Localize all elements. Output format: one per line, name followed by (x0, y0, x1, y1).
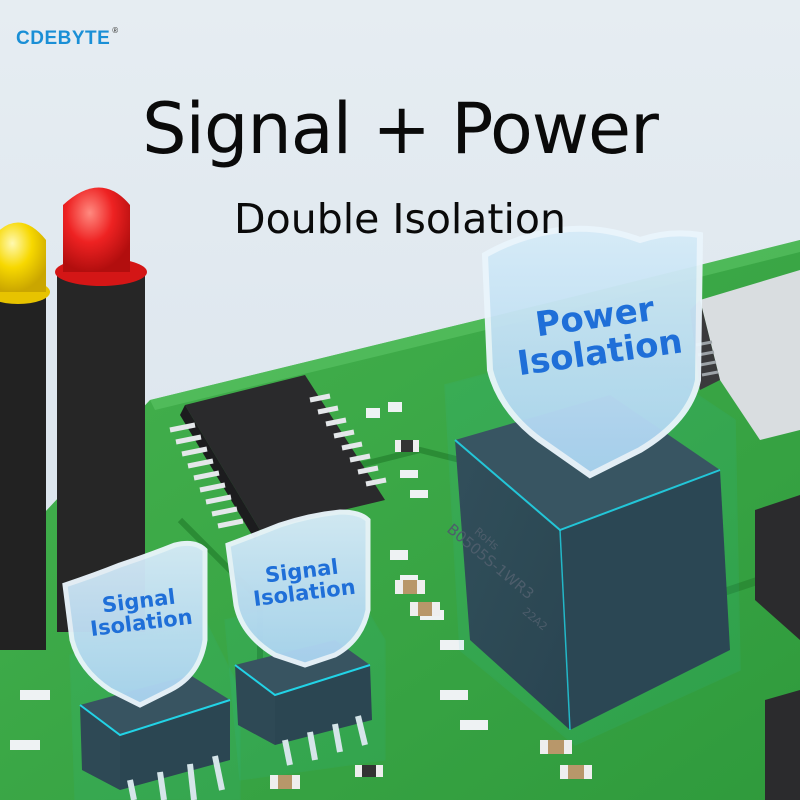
shield-signal-left (62, 540, 208, 708)
smd-capacitors (270, 440, 592, 789)
brand-name: CDEBYTE (16, 28, 111, 49)
shield-signal-right (225, 509, 371, 668)
headline-title: Signal + Power (142, 88, 659, 170)
headline-subtitle: Double Isolation (234, 195, 566, 243)
soic-chip (169, 375, 387, 540)
power-module (444, 339, 741, 746)
yellow-led (0, 222, 50, 650)
shield-power (481, 225, 704, 479)
right-component (755, 495, 800, 640)
registered-mark: ® (112, 26, 119, 35)
brand-logo: CDEBYTE® (16, 26, 119, 50)
